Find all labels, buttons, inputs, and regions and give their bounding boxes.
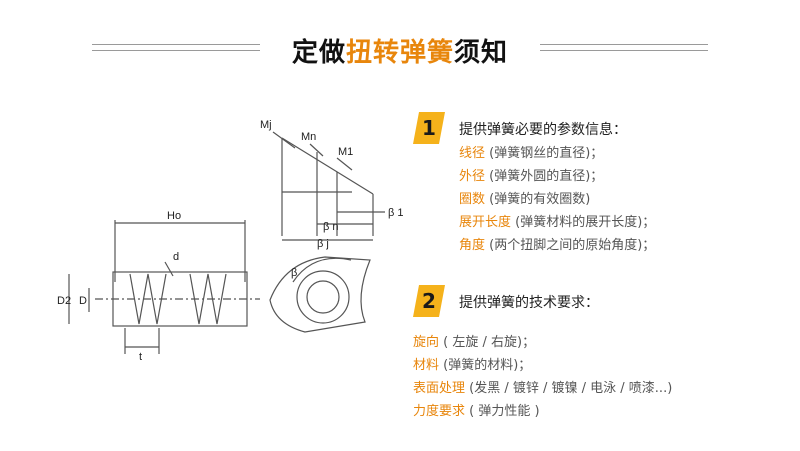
item-desc: (弹簧的有效圈数) [485, 192, 591, 207]
title-prefix: 定做 [291, 38, 346, 68]
item-desc: ( 左旋 / 右旋)； [439, 335, 536, 350]
list-item: 角度 (两个扭脚之间的原始角度)； [459, 234, 655, 257]
d-leader [164, 261, 174, 277]
section-heading: 提供弹簧的技术要求： [459, 295, 599, 311]
item-term: 展开长度 [459, 215, 512, 230]
item-desc: ( 弹力性能 ) [465, 404, 540, 419]
item-desc: (弹簧材料的展开长度)； [511, 215, 656, 230]
torsion-spring-diagram: Mj Mn M1 β 1 β n β j Ho d D2 D t β [57, 119, 404, 363]
list-item: 旋向 ( 左旋 / 右旋)； [413, 331, 672, 354]
end-view-outline [269, 256, 371, 333]
title-rule-left [92, 44, 260, 52]
list-item: 材料 (弹簧的材料)； [413, 354, 672, 377]
item-term: 材料 [413, 358, 440, 373]
label-d-outer: D [79, 295, 87, 307]
item-desc: (弹簧外圆的直径)； [485, 169, 604, 184]
list-item: 线径 (弹簧钢丝的直径)； [459, 142, 655, 165]
section-2-list: 旋向 ( 左旋 / 右旋)； 材料 (弹簧的材料)； 表面处理 (发黑 / 镀锌… [413, 331, 672, 423]
item-term: 旋向 [413, 335, 440, 350]
label-d2: D2 [57, 295, 71, 307]
item-desc: (发黑 / 镀锌 / 镀镍 / 电泳 / 喷漆...) [465, 381, 673, 396]
title-highlight: 扭转弹簧 [345, 38, 454, 68]
end-view-ring-outer [296, 270, 350, 324]
label-beta: β [291, 267, 297, 279]
label-t: t [139, 351, 142, 363]
beta-arc [292, 257, 352, 283]
section-number: 1 [422, 116, 436, 140]
item-term: 圈数 [459, 192, 486, 207]
list-item: 外径 (弹簧外圆的直径)； [459, 165, 655, 188]
label-ho: Ho [167, 210, 181, 222]
item-desc: (弹簧钢丝的直径)； [485, 146, 604, 161]
end-view-ring-inner [306, 280, 340, 314]
badge-shape [413, 112, 445, 144]
label-mn: Mn [301, 131, 316, 143]
item-desc: (两个扭脚之间的原始角度)； [485, 238, 656, 253]
label-betan: β n [323, 221, 339, 233]
page-header: 定做扭转弹簧须知 [0, 30, 800, 70]
m1-leader [336, 157, 353, 171]
label-betaj: β j [317, 238, 329, 250]
list-item: 表面处理 (发黑 / 镀锌 / 镀镍 / 电泳 / 喷漆...) [413, 377, 672, 400]
list-item: 展开长度 (弹簧材料的展开长度)； [459, 211, 655, 234]
page-title: 定做扭转弹簧须知 [0, 32, 800, 69]
item-term: 表面处理 [413, 381, 466, 396]
title-rule-right [540, 44, 708, 52]
badge-shape [413, 285, 445, 317]
section-heading: 提供弹簧必要的参数信息： [459, 122, 627, 138]
list-item: 力度要求 ( 弹力性能 ) [413, 400, 672, 423]
mn-leader [309, 143, 324, 157]
coil-wire-2 [189, 273, 227, 325]
title-suffix: 须知 [454, 38, 509, 68]
leg-line-slant [281, 137, 374, 195]
badge-icon: 2 [413, 285, 445, 317]
item-term: 线径 [459, 146, 486, 161]
coil-wire-1 [129, 273, 167, 325]
label-mj: Mj [260, 119, 272, 131]
label-beta1: β 1 [388, 207, 404, 219]
mj-leader [272, 131, 296, 149]
item-term: 角度 [459, 238, 486, 253]
item-term: 外径 [459, 169, 486, 184]
item-term: 力度要求 [413, 404, 466, 419]
label-d: d [173, 251, 179, 263]
section-number: 2 [422, 289, 436, 313]
label-m1: M1 [338, 146, 353, 158]
list-item: 圈数 (弹簧的有效圈数) [459, 188, 655, 211]
item-desc: (弹簧的材料)； [439, 358, 532, 373]
section-1-list: 线径 (弹簧钢丝的直径)； 外径 (弹簧外圆的直径)； 圈数 (弹簧的有效圈数)… [459, 142, 655, 257]
badge-icon: 1 [413, 112, 445, 144]
